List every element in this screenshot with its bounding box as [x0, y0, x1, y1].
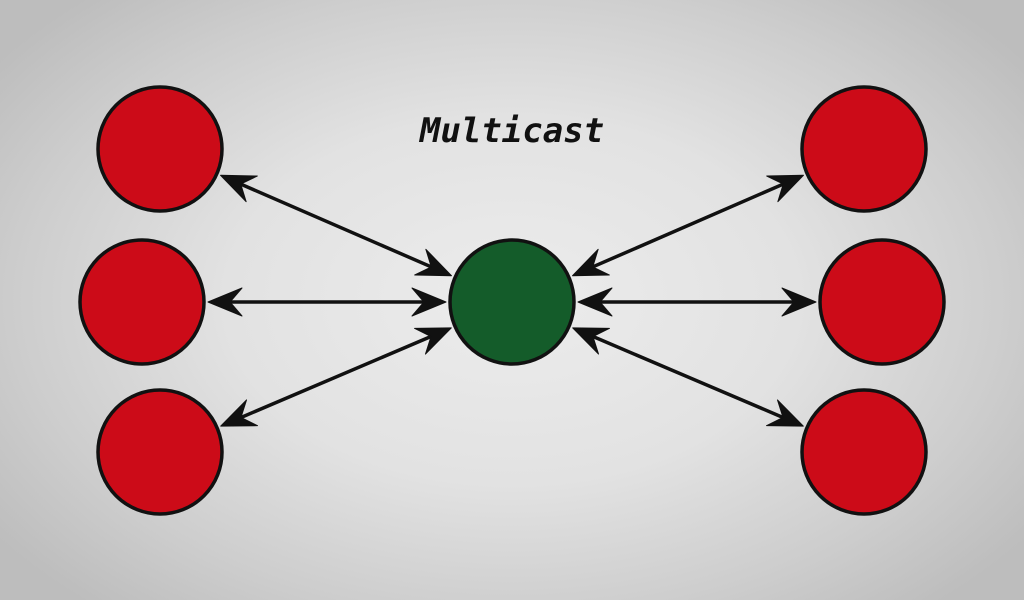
link-right-top-line [579, 177, 797, 274]
peer-node-left-middle [78, 238, 206, 366]
peer-node-right-bottom [800, 388, 928, 516]
peer-node-left-top [96, 85, 224, 213]
link-right-top [572, 174, 804, 277]
link-left-middle-arrowhead-peer [207, 287, 243, 317]
nodes-layer [78, 85, 946, 516]
link-right-bottom-arrowhead-peer [766, 399, 804, 427]
link-left-middle-arrowhead-hub [411, 287, 447, 317]
link-left-top-line [227, 177, 445, 274]
peer-node-left-bottom [96, 388, 224, 516]
link-left-bottom-arrowhead-hub [414, 327, 452, 355]
link-right-bottom-line [580, 330, 796, 424]
link-left-top [220, 174, 452, 277]
link-right-bottom [572, 327, 804, 427]
peer-node-right-middle [818, 238, 946, 366]
link-right-middle [577, 287, 817, 317]
link-left-top-arrowhead-peer [220, 174, 258, 203]
links-layer [207, 174, 817, 427]
link-left-bottom-line [228, 330, 444, 424]
link-left-bottom-arrowhead-peer [220, 399, 258, 427]
link-right-middle-arrowhead-peer [781, 287, 817, 317]
link-left-top-arrowhead-hub [414, 248, 452, 277]
link-right-top-arrowhead-hub [572, 248, 610, 277]
link-left-middle [207, 287, 447, 317]
link-left-bottom [220, 327, 452, 427]
link-right-bottom-arrowhead-hub [572, 327, 610, 355]
diagram-title: Multicast [419, 111, 604, 151]
peer-node-right-top [800, 85, 928, 213]
hub-node [448, 238, 576, 366]
link-right-middle-arrowhead-hub [577, 287, 613, 317]
link-right-top-arrowhead-peer [766, 174, 804, 203]
